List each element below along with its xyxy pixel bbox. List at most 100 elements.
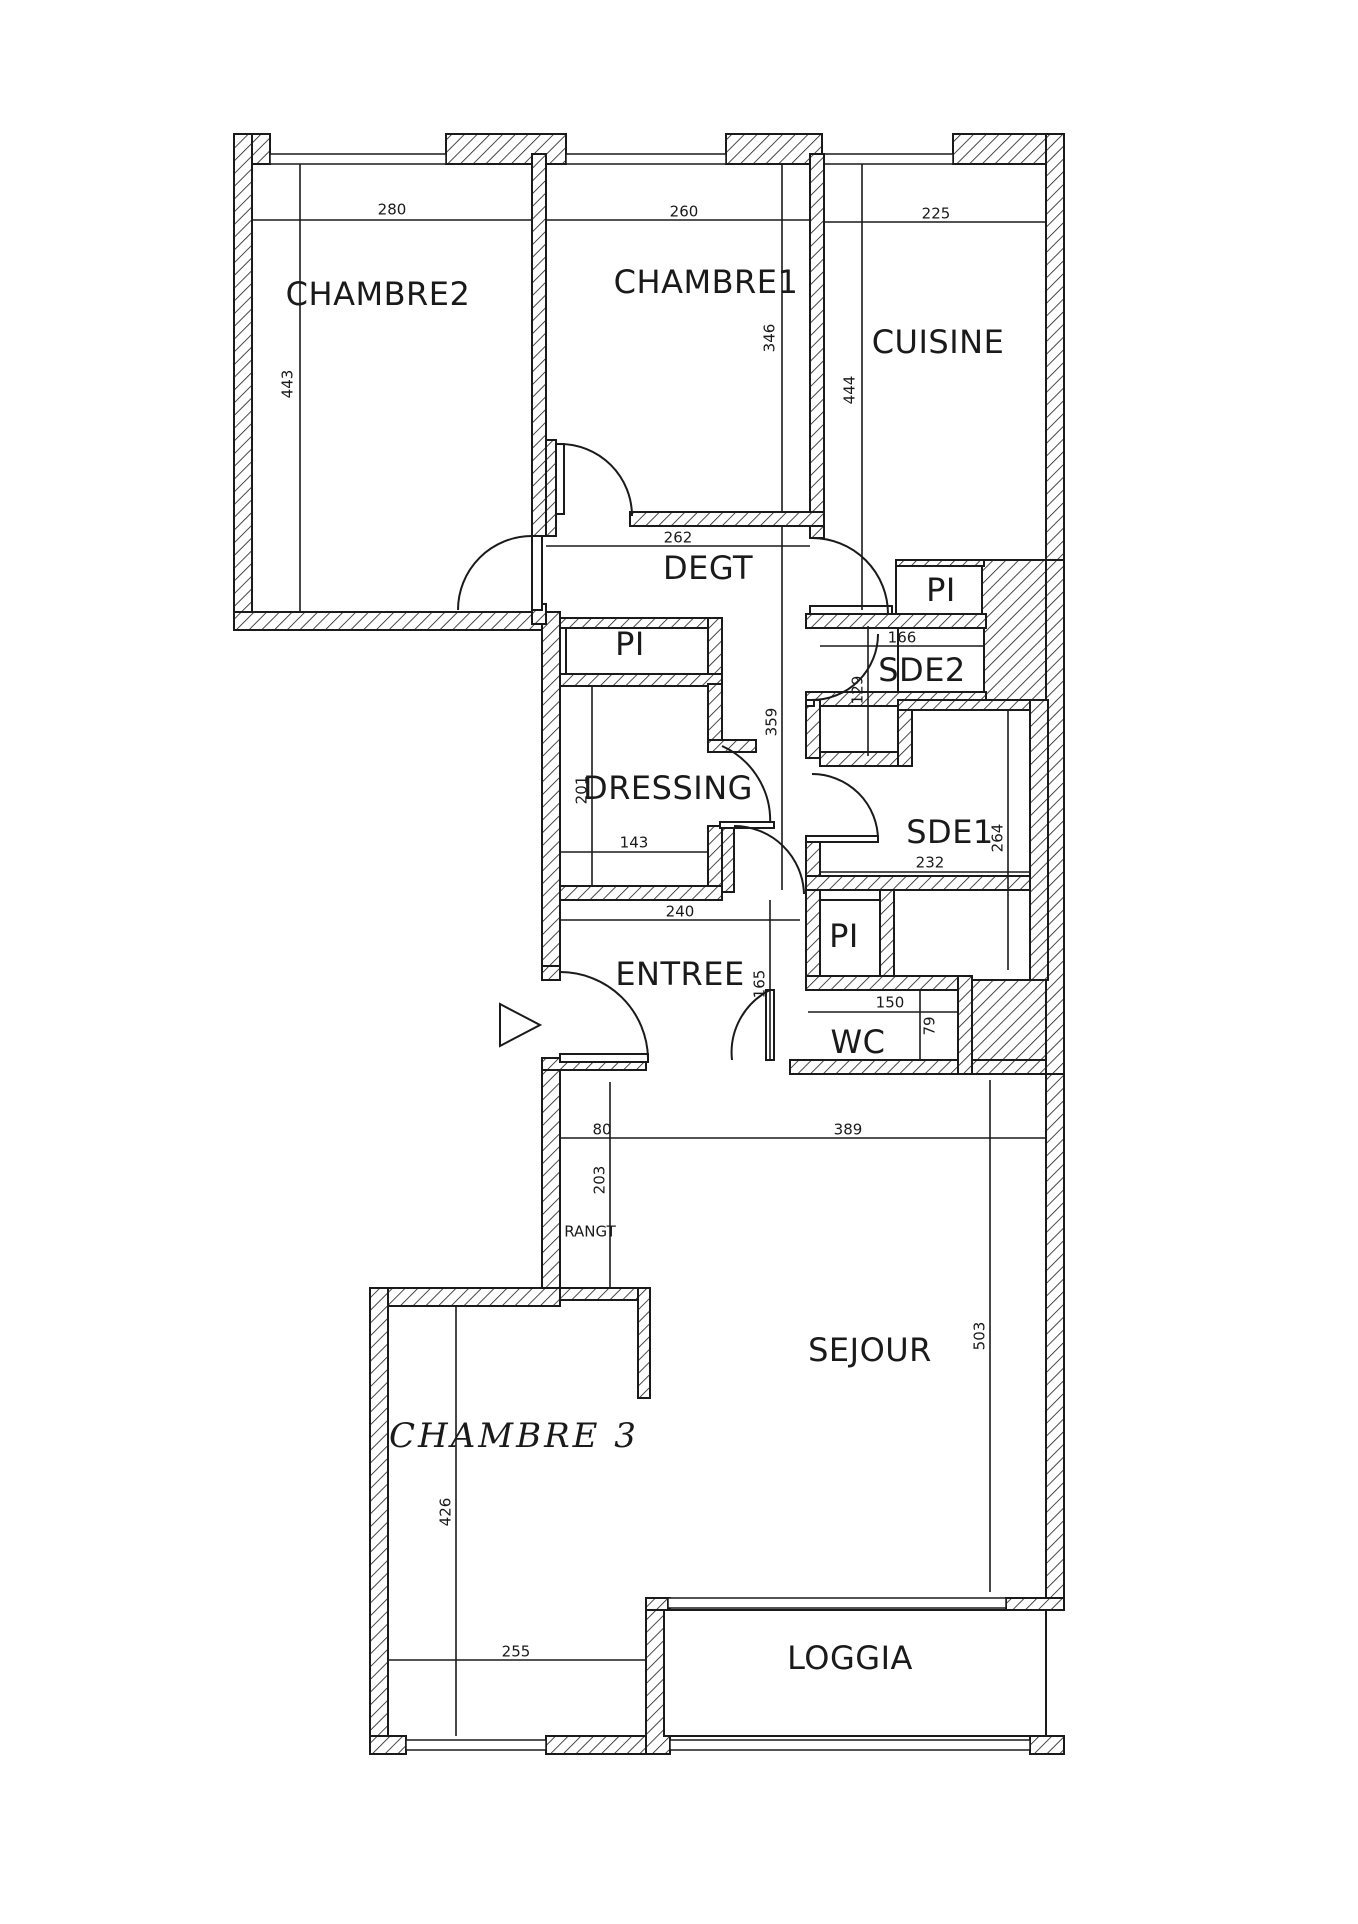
dim-sejour-width: 389 xyxy=(834,1121,863,1139)
room-labels: CHAMBRE2 CHAMBRE1 CUISINE DEGT PI PI SDE… xyxy=(286,263,1005,1677)
dim-sejour-length: 503 xyxy=(971,1322,989,1351)
door-leaf-chambre2 xyxy=(531,535,543,611)
wall-chambre1-bottom xyxy=(629,511,825,527)
doors xyxy=(457,443,893,1063)
dim-rangt-length: 203 xyxy=(591,1166,609,1195)
wall-top-pier-2 xyxy=(725,133,823,165)
wall-loggia-top-right xyxy=(1005,1597,1065,1611)
wall-left-corridor xyxy=(541,611,561,975)
room-label-loggia: LOGGIA xyxy=(787,1639,913,1677)
door-leaf-cuisine xyxy=(809,605,893,615)
dim-chambre3-width: 255 xyxy=(502,1643,531,1661)
dim-dressing-length: 201 xyxy=(573,776,591,805)
room-label-entree: ENTREE xyxy=(615,955,744,993)
dim-cuisine-width: 225 xyxy=(922,205,951,223)
dim-chambre2-width: 280 xyxy=(378,201,407,219)
door-swing-wc xyxy=(730,989,771,1061)
wall-entree-stub-top xyxy=(541,965,561,981)
wall-rangt-bottom xyxy=(559,1287,651,1301)
room-label-pi-upper-right: PI xyxy=(926,571,956,609)
dim-wc-width: 150 xyxy=(876,994,905,1012)
wall-loggia-bottom-right xyxy=(1029,1735,1065,1755)
dim-chambre2-length: 443 xyxy=(279,370,297,399)
dim-sde2-length: 129 xyxy=(849,676,867,705)
outer-walls xyxy=(233,133,1065,1755)
wall-chambre1-door-jamb xyxy=(545,439,557,537)
door-swing-dressing xyxy=(721,745,772,827)
window-cuisine xyxy=(821,153,954,165)
wall-sde1-top xyxy=(819,751,911,767)
room-label-chambre3: CHAMBRE 3 xyxy=(389,1416,639,1456)
dim-degt-length: 359 xyxy=(763,708,781,737)
door-leaf-sde2 xyxy=(805,699,815,707)
door-leaf-sde1 xyxy=(805,835,879,843)
wall-cuisine-bottom-stub xyxy=(809,525,825,539)
room-label-pi-left: PI xyxy=(615,625,645,663)
sde2-room xyxy=(897,625,985,693)
dim-chambre1-width: 260 xyxy=(670,203,699,221)
door-swing-chambre1 xyxy=(559,443,633,517)
wall-sde1-bottom-right xyxy=(1029,699,1049,981)
dim-chambre3-length: 426 xyxy=(437,1498,455,1527)
wall-right-upper xyxy=(1045,133,1065,561)
wall-sde2-top xyxy=(805,613,987,629)
dim-rangt-width: 80 xyxy=(592,1121,611,1139)
wall-dressing-right-lower xyxy=(707,825,723,893)
door-swing-sde2 xyxy=(811,633,879,701)
dim-sde2-width: 166 xyxy=(888,629,917,647)
room-label-sejour: SEJOUR xyxy=(808,1331,932,1369)
wall-left-entree-lower xyxy=(541,1057,561,1289)
wall-left-chambre3 xyxy=(369,1287,389,1755)
door-leaf-entree xyxy=(559,1053,649,1063)
entry-arrow-icon xyxy=(499,1002,543,1048)
window-sejour-loggia xyxy=(667,1597,1007,1609)
dim-cuisine-length: 444 xyxy=(841,376,859,405)
wall-top-pier-1 xyxy=(445,133,567,165)
wall-wc-right xyxy=(957,975,973,1075)
room-label-pi-entree: PI xyxy=(829,917,859,955)
window-chambre2 xyxy=(269,153,447,165)
wall-pi-entree-left xyxy=(805,889,821,981)
room-label-sde2: SDE2 xyxy=(878,651,966,689)
window-chambre3 xyxy=(405,1739,547,1751)
wall-top-chambre3 xyxy=(369,1287,561,1307)
dimension-texts: 280 443 260 346 225 444 262 359 166 129 … xyxy=(279,201,1007,1661)
interior-walls xyxy=(531,153,1049,1399)
door-leaf-chambre1 xyxy=(555,443,565,515)
wall-sde1-top-right xyxy=(897,699,1049,711)
window-chambre1 xyxy=(565,153,727,165)
wall-chambre1-cuisine xyxy=(809,153,825,527)
wall-corridor-mid xyxy=(721,825,735,893)
door-swing-cuisine xyxy=(811,537,889,615)
pi-box-upper-right xyxy=(895,563,983,615)
dim-degt-width: 262 xyxy=(664,529,693,547)
wall-wc-top xyxy=(805,975,973,991)
wall-rangt-right xyxy=(637,1287,651,1399)
room-label-cuisine: CUISINE xyxy=(872,323,1005,361)
wall-pi-left-bottom xyxy=(559,673,723,687)
door-swing-chambre2 xyxy=(457,535,533,611)
door-swing-entree xyxy=(559,971,649,1059)
duct-upper xyxy=(975,559,1047,701)
door-swing-corridor xyxy=(733,825,805,895)
pi-box-entree xyxy=(809,899,887,977)
room-label-dressing: DRESSING xyxy=(583,769,753,807)
room-label-sde1: SDE1 xyxy=(906,813,994,851)
room-label-degt: DEGT xyxy=(663,549,753,587)
room-label-chambre1: CHAMBRE1 xyxy=(614,263,799,301)
wall-wc-bottom xyxy=(789,1059,1047,1075)
wall-pi-upper-right xyxy=(895,559,985,567)
wall-sde1-bottom xyxy=(805,875,1049,891)
dim-entree-length: 165 xyxy=(751,970,769,999)
dim-chambre1-length: 346 xyxy=(761,324,779,353)
wall-bottom-chambre2 xyxy=(233,611,543,631)
dim-entree-width: 240 xyxy=(666,903,695,921)
wall-left-chambre2 xyxy=(233,133,253,631)
wall-chambre2-chambre1 xyxy=(531,153,547,537)
wall-loggia-top-left xyxy=(645,1597,669,1611)
room-label-chambre2: CHAMBRE2 xyxy=(286,275,471,313)
wall-right-lower xyxy=(1045,1073,1065,1605)
loggia-area xyxy=(663,1609,1047,1737)
dim-sde1-width: 232 xyxy=(916,854,945,872)
